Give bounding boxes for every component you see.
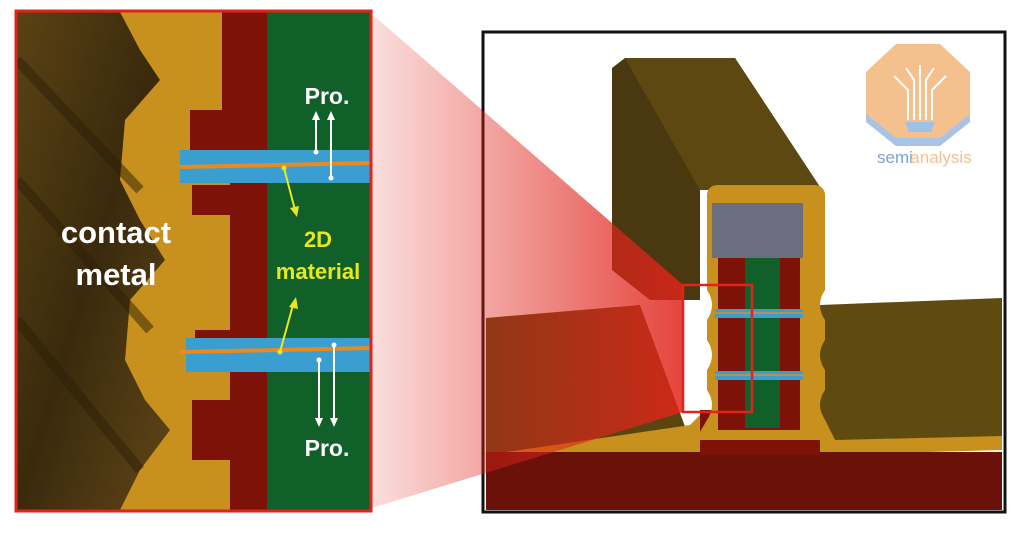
logo-text-semi: semi	[877, 148, 913, 167]
orange-2d-layer-bottom	[179, 346, 370, 354]
gate-metal	[712, 203, 803, 258]
gate-top-face	[625, 58, 822, 190]
contact-metal-label-line1: contact	[61, 215, 171, 250]
blue-layer-bottom	[186, 338, 370, 372]
semianalysis-logo: semi analysis	[866, 44, 972, 167]
2d-label: 2D	[304, 227, 332, 252]
zoomed-cross-section: contact metal Pro. Pro. 2D material	[14, 9, 373, 513]
substrate	[486, 452, 1002, 510]
left-panel-frame	[14, 9, 373, 513]
right-slab	[820, 298, 1002, 440]
propagation-arrows	[312, 111, 338, 427]
channel	[745, 258, 780, 428]
contact-metal-label-line2: metal	[76, 257, 157, 292]
pro-label-top: Pro.	[305, 83, 350, 109]
logo-text-analysis: analysis	[910, 148, 971, 167]
zoom-projection	[372, 14, 683, 508]
pro-label-bottom: Pro.	[305, 435, 350, 461]
orange-2d-layer-top	[179, 161, 370, 169]
material-label: material	[276, 259, 360, 284]
2d-material-pointers	[277, 165, 299, 355]
